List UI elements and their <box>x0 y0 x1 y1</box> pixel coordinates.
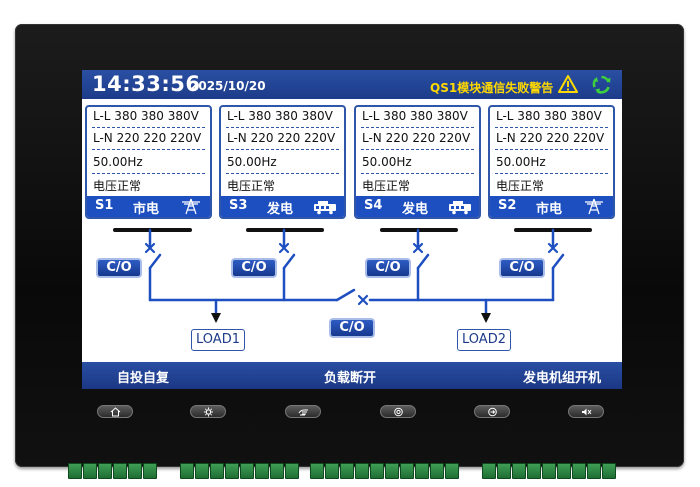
terminal-block-2 <box>180 463 299 479</box>
refresh-icon[interactable] <box>591 74 612 95</box>
speaker-mute-icon <box>582 408 592 416</box>
line-voltage: L-L 380 380 380V <box>362 109 468 123</box>
source-card-s3[interactable]: L-L 380 380 380V L-N 220 220 220V 50.00H… <box>219 105 346 219</box>
single-line-diagram <box>113 228 592 323</box>
hand-icon <box>298 409 308 416</box>
phase-voltage: L-N 220 220 220V <box>227 131 336 145</box>
bus-tie-switch-button[interactable]: C/O <box>329 318 375 338</box>
status-footer: 自投自复 负载断开 发电机组开机 <box>82 362 622 389</box>
warning-icon[interactable] <box>558 75 578 93</box>
terminal-block-4 <box>482 463 616 479</box>
generator-icon <box>314 201 336 215</box>
load-1-label: LOAD1 <box>191 329 245 351</box>
frequency: 50.00Hz <box>362 155 412 169</box>
line-voltage: L-L 380 380 380V <box>93 109 199 123</box>
source-footer: S3 发电 <box>221 196 344 217</box>
transfer-switch-button-4[interactable]: C/O <box>499 258 545 278</box>
transfer-switch-button-3[interactable]: C/O <box>365 258 411 278</box>
transfer-switch-button-1[interactable]: C/O <box>96 258 142 278</box>
source-id: S4 <box>364 198 383 213</box>
phase-voltage: L-N 220 220 220V <box>362 131 471 145</box>
source-kind: 市电 <box>133 202 160 217</box>
power-tower-icon <box>585 198 603 215</box>
status-bar: 14:33:56 2025/10/20 QS1模块通信失败警告 <box>82 70 622 99</box>
source-footer: S2 市电 <box>490 196 613 217</box>
load-status: 负载断开 <box>324 371 377 386</box>
source-kind: 发电 <box>402 202 429 217</box>
auto-transfer-mode[interactable]: 自投自复 <box>117 371 170 386</box>
hmi-screen: 14:33:56 2025/10/20 QS1模块通信失败警告 L-L 380 … <box>82 70 622 389</box>
source-id: S2 <box>498 198 517 213</box>
reset-button[interactable] <box>474 405 510 418</box>
terminal-block-1 <box>68 463 157 479</box>
voltage-status: 电压正常 <box>227 179 276 193</box>
transfer-switch-button-2[interactable]: C/O <box>231 258 277 278</box>
source-id: S3 <box>229 198 248 213</box>
home-button[interactable] <box>97 405 133 418</box>
voltage-status: 电压正常 <box>93 179 142 193</box>
source-footer: S1 市电 <box>87 196 210 217</box>
source-footer: S4 发电 <box>356 196 479 217</box>
terminal-block-3 <box>310 463 459 479</box>
load-2-label: LOAD2 <box>457 329 511 351</box>
manual-button[interactable] <box>285 405 321 418</box>
gear-icon <box>204 407 213 417</box>
auto-button[interactable] <box>380 405 416 418</box>
voltage-status: 电压正常 <box>496 179 545 193</box>
frequency: 50.00Hz <box>496 155 546 169</box>
generator-icon <box>449 201 471 215</box>
mute-button[interactable] <box>568 405 604 418</box>
clock-time: 14:33:56 <box>92 72 201 96</box>
frequency: 50.00Hz <box>93 155 143 169</box>
reset-icon <box>488 407 497 417</box>
source-kind: 市电 <box>536 202 563 217</box>
frequency: 50.00Hz <box>227 155 277 169</box>
line-voltage: L-L 380 380 380V <box>227 109 333 123</box>
source-kind: 发电 <box>267 202 294 217</box>
power-tower-icon <box>182 198 200 215</box>
auto-cycle-icon <box>394 407 403 417</box>
alarm-message[interactable]: QS1模块通信失败警告 <box>430 81 554 95</box>
clock-date: 2025/10/20 <box>190 79 266 93</box>
source-card-s1[interactable]: L-L 380 380 380V L-N 220 220 220V 50.00H… <box>85 105 212 219</box>
phase-voltage: L-N 220 220 220V <box>93 131 202 145</box>
source-card-s4[interactable]: L-L 380 380 380V L-N 220 220 220V 50.00H… <box>354 105 481 219</box>
phase-voltage: L-N 220 220 220V <box>496 131 605 145</box>
voltage-status: 电压正常 <box>362 179 411 193</box>
generator-status: 发电机组开机 <box>523 371 602 386</box>
source-id: S1 <box>95 198 114 213</box>
home-icon <box>110 407 121 417</box>
settings-button[interactable] <box>190 405 226 418</box>
source-card-s2[interactable]: L-L 380 380 380V L-N 220 220 220V 50.00H… <box>488 105 615 219</box>
line-voltage: L-L 380 380 380V <box>496 109 602 123</box>
